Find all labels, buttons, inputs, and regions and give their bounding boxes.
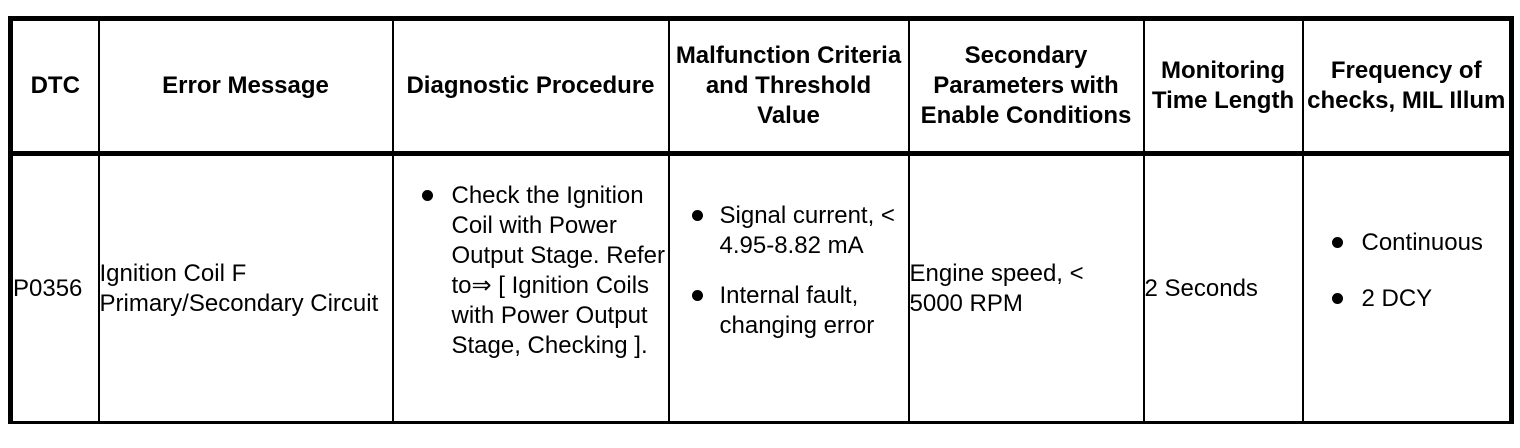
- list-item: 2 DCY: [1331, 284, 1510, 314]
- bullet-icon: [691, 209, 703, 221]
- list-item: Signal current, < 4.95-8.82 mA: [691, 201, 904, 261]
- list-item-text: Continuous: [1361, 228, 1483, 256]
- bullet-icon: [691, 289, 703, 301]
- cell-dtc: P0356: [9, 152, 100, 424]
- bullet-icon: [1331, 236, 1343, 248]
- cell-diagnostic-procedure: Check the Ignition Coil with Power Outpu…: [391, 152, 670, 424]
- header-secondary-parameters: Secondary Parameters with Enable Conditi…: [907, 17, 1145, 156]
- cell-malfunction-criteria: Signal current, < 4.95-8.82 mA Internal …: [667, 152, 910, 424]
- list-item-text: Check the Ignition Coil with Power Outpu…: [451, 181, 665, 359]
- diagnostic-procedure-list: Check the Ignition Coil with Power Outpu…: [421, 181, 667, 361]
- list-item: Continuous: [1331, 228, 1510, 258]
- bullet-icon: [421, 189, 433, 201]
- frequency-of-checks-list: Continuous 2 DCY: [1331, 228, 1510, 314]
- cell-secondary-parameters: Engine speed, < 5000 RPM: [907, 152, 1145, 424]
- header-frequency-of-checks: Frequency of checks, MIL Illum: [1301, 17, 1513, 156]
- list-item-text: 2 DCY: [1361, 284, 1433, 312]
- list-item-text: Internal fault, changing error: [719, 281, 875, 339]
- cell-frequency-of-checks: Continuous 2 DCY: [1301, 152, 1513, 424]
- header-error-message: Error Message: [97, 17, 394, 156]
- list-item: Check the Ignition Coil with Power Outpu…: [421, 181, 667, 361]
- header-malfunction-criteria: Malfunction Criteria and Threshold Value: [667, 17, 910, 156]
- bullet-icon: [1331, 292, 1343, 304]
- list-item: Internal fault, changing error: [691, 281, 904, 341]
- header-row: DTC Error Message Diagnostic Procedure M…: [9, 17, 1513, 156]
- header-dtc: DTC: [9, 17, 100, 156]
- cell-monitoring-time: 2 Seconds: [1142, 152, 1304, 424]
- cell-error-message: Ignition Coil F Primary/Secondary Circui…: [97, 152, 394, 424]
- list-item-text: Signal current, < 4.95-8.82 mA: [719, 201, 895, 259]
- malfunction-criteria-list: Signal current, < 4.95-8.82 mA Internal …: [691, 201, 904, 341]
- dtc-diagnostics-table: DTC Error Message Diagnostic Procedure M…: [8, 16, 1514, 424]
- table-row: P0356 Ignition Coil F Primary/Secondary …: [9, 152, 1513, 424]
- header-monitoring-time: Monitoring Time Length: [1142, 17, 1304, 156]
- header-diagnostic-procedure: Diagnostic Procedure: [391, 17, 670, 156]
